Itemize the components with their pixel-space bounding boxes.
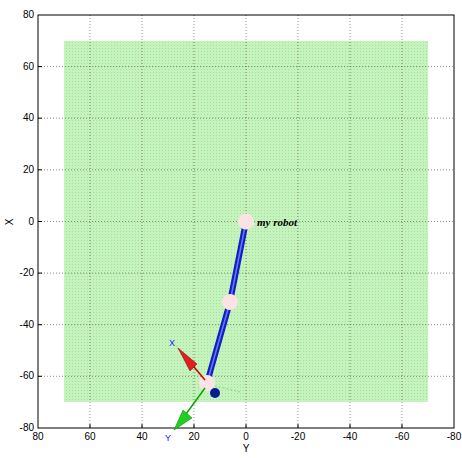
y-tick-label: 40 — [23, 112, 34, 124]
frame-x-label: X — [169, 337, 175, 349]
y-tick-label: 20 — [23, 164, 34, 176]
frame-y-label: Y — [165, 432, 171, 444]
x-tick-label: 80 — [32, 431, 43, 443]
y-tick-label: -40 — [20, 319, 34, 331]
x-frame-arrow — [178, 348, 205, 380]
grid — [38, 15, 454, 428]
base-joint — [238, 214, 254, 230]
x-tick-label: -20 — [291, 431, 305, 443]
ticks — [38, 67, 402, 428]
axes-box — [38, 15, 454, 428]
x-tick-label: 20 — [188, 431, 199, 443]
robot-name: my robot — [257, 216, 297, 228]
x-tick-label: 40 — [136, 431, 147, 443]
end-effector — [210, 388, 220, 398]
x-tick-label: 60 — [84, 431, 95, 443]
wrist-joint — [199, 375, 215, 391]
y-axis-label: X — [4, 218, 16, 225]
y-tick-label: -60 — [20, 370, 34, 382]
y-tick-label: -80 — [20, 422, 34, 434]
x-axis-label: Y — [243, 443, 250, 455]
x-tick-label: -40 — [343, 431, 357, 443]
y-frame-arrow — [174, 388, 205, 430]
y-tick-label: -20 — [20, 267, 34, 279]
y-tick-label: 80 — [23, 9, 34, 21]
x-tick-label: -80 — [447, 431, 461, 443]
elbow-joint — [222, 294, 238, 310]
y-tick-label: 60 — [23, 61, 34, 73]
y-tick-label: 0 — [28, 216, 34, 228]
x-tick-label: 0 — [243, 431, 249, 443]
robot-arm — [199, 214, 254, 399]
ground-plane — [64, 41, 428, 402]
x-tick-label: -60 — [395, 431, 409, 443]
